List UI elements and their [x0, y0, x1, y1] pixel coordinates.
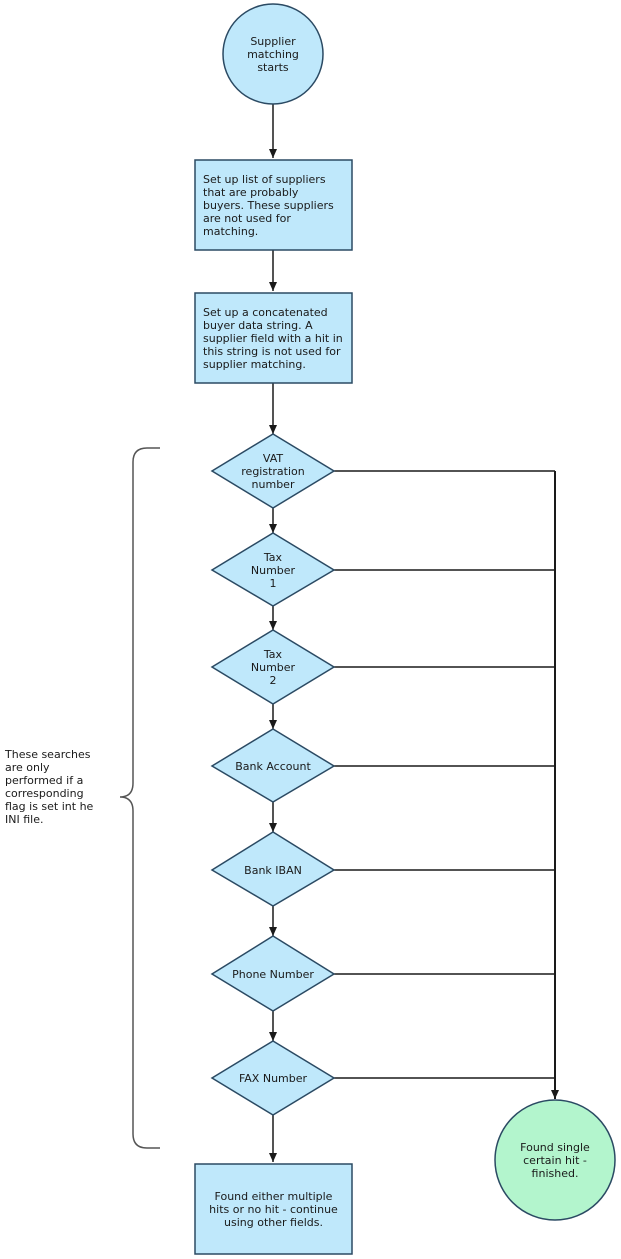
decision-phone-shape — [210, 935, 336, 1012]
decision-vat-shape — [210, 433, 336, 509]
curly-brace — [119, 447, 160, 1149]
decision-tax1-label: Tax Number 1 — [250, 550, 296, 590]
decision-iban-shape — [210, 831, 336, 907]
decision-phone-label: Phone Number — [232, 967, 314, 981]
success-label: Found single certain hit - finished. — [520, 1140, 590, 1180]
step-2-box — [194, 292, 353, 384]
start-node — [222, 3, 324, 105]
decision-iban-label: Bank IBAN — [244, 863, 302, 877]
fallback-box — [194, 1163, 353, 1255]
step-1-box — [194, 159, 353, 251]
step-1-label: Set up list of suppliers that are probab… — [203, 172, 334, 238]
success-node — [494, 1099, 616, 1221]
decision-bank-account-shape — [210, 728, 336, 803]
decision-bank-account-label: Bank Account — [235, 759, 311, 773]
decision-tax2-shape — [210, 629, 336, 705]
step-2-label: Set up a concatenated buyer data string.… — [203, 305, 343, 371]
decision-fax-label: FAX Number — [238, 1071, 308, 1085]
brace-note: These searches are only performed if a c… — [5, 748, 94, 826]
decision-vat-label: VAT registration number — [241, 451, 305, 491]
decision-tax2-label: Tax Number 2 — [250, 647, 296, 687]
decision-tax1-shape — [210, 532, 336, 607]
start-label: Supplier matching starts — [247, 34, 299, 74]
decision-fax-shape — [210, 1040, 336, 1116]
fallback-label: Found either multiple hits or no hit - c… — [209, 1189, 338, 1229]
